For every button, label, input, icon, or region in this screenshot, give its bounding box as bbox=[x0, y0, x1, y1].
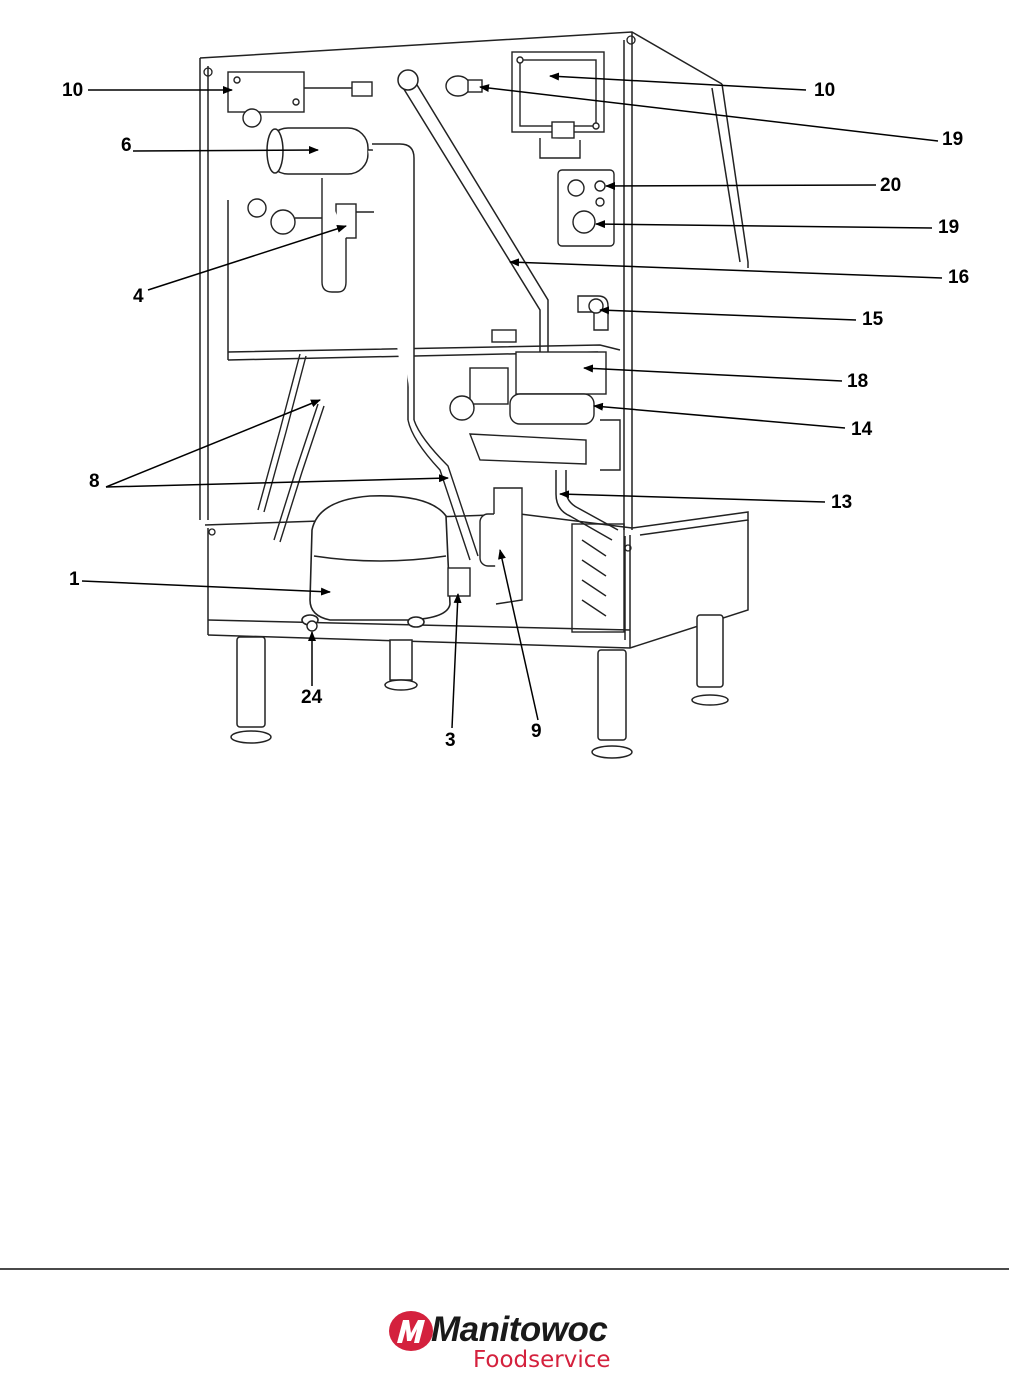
leader-line-c14 bbox=[593, 402, 846, 429]
legs bbox=[230, 614, 729, 759]
control-panel bbox=[557, 169, 615, 247]
leader-line-c13 bbox=[559, 490, 826, 503]
callout-label-14: 14 bbox=[851, 419, 873, 440]
leader-line-c4 bbox=[147, 224, 347, 291]
callout-leaders bbox=[81, 72, 943, 729]
sensor-upper bbox=[445, 75, 483, 97]
base-bolt bbox=[306, 620, 318, 632]
callout-label-1: 1 bbox=[69, 569, 80, 590]
callout-label-19a: 19 bbox=[942, 129, 963, 150]
leader-line-c16 bbox=[509, 258, 943, 279]
callout-label-16: 16 bbox=[948, 267, 969, 288]
callout-label-4: 4 bbox=[133, 286, 144, 307]
callout-label-3: 3 bbox=[445, 730, 456, 751]
leader-line-c15 bbox=[599, 306, 857, 321]
callout-label-20: 20 bbox=[880, 175, 901, 196]
compressor bbox=[301, 495, 451, 628]
callout-label-10b: 10 bbox=[814, 80, 835, 101]
leader-line-c1 bbox=[81, 580, 331, 596]
expansion-valve bbox=[247, 178, 374, 293]
callout-label-6: 6 bbox=[121, 135, 132, 156]
callout-label-15: 15 bbox=[862, 309, 884, 330]
elbow-fitting bbox=[577, 295, 609, 331]
callout-label-9: 9 bbox=[531, 721, 542, 742]
drain-tube bbox=[397, 69, 549, 352]
footer-divider bbox=[0, 1268, 1009, 1270]
cabinet bbox=[199, 31, 749, 649]
brand-logo: Manitowoc Foodservice bbox=[387, 1305, 627, 1377]
callout-label-18: 18 bbox=[847, 371, 868, 392]
ice-machine-rear-view-diagram: 10 10 6 19 20 19 4 16 15 18 14 8 13 1 24… bbox=[62, 31, 969, 759]
service-valve bbox=[447, 567, 471, 597]
callout-label-19b: 19 bbox=[938, 217, 959, 238]
leader-line-c10b bbox=[549, 72, 807, 91]
leader-line-c8a bbox=[105, 399, 321, 488]
control-box-left bbox=[227, 71, 373, 128]
brand-name: Manitowoc bbox=[431, 1310, 608, 1349]
drain-pipe bbox=[555, 470, 619, 541]
callout-label-13: 13 bbox=[831, 492, 852, 513]
callout-label-8: 8 bbox=[89, 471, 100, 492]
leader-line-c18 bbox=[583, 364, 843, 382]
callout-label-10a: 10 bbox=[62, 80, 83, 101]
brand-subtitle: Foodservice bbox=[473, 1347, 611, 1373]
tubing-left bbox=[257, 353, 479, 561]
callout-labels: 10 10 6 19 20 19 4 16 15 18 14 8 13 1 24… bbox=[62, 80, 969, 751]
filter-drier bbox=[479, 487, 523, 605]
control-box-right bbox=[511, 51, 605, 159]
pump-box bbox=[491, 329, 607, 395]
leader-line-c8b bbox=[105, 474, 449, 488]
brand-m-mark-icon bbox=[389, 1311, 433, 1351]
condenser-coil bbox=[571, 523, 625, 633]
leader-line-c3 bbox=[451, 593, 462, 729]
callout-label-24: 24 bbox=[301, 687, 323, 708]
receiver-tank bbox=[266, 127, 415, 420]
leader-line-c9 bbox=[498, 549, 539, 721]
pump-motor bbox=[449, 367, 621, 471]
leader-line-c6 bbox=[132, 146, 319, 155]
leader-line-c20 bbox=[605, 181, 877, 190]
leader-line-c19b bbox=[595, 220, 933, 229]
leader-line-c19a bbox=[479, 84, 939, 142]
cabinet-screws bbox=[203, 35, 636, 552]
